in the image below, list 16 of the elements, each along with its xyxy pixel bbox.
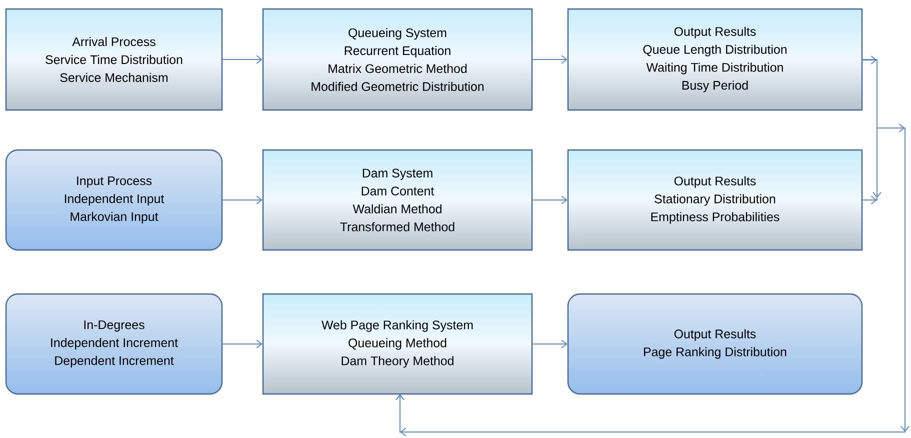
process-box: Queueing System Recurrent Equation Matrix Geometric Method Modified Geometric Distribution bbox=[262, 8, 533, 111]
arrow bbox=[396, 128, 906, 432]
process-box: Input Process Independent Input Markovian Input bbox=[5, 149, 223, 251]
process-box: Output Results Stationary Distribution Emptiness Probabilities bbox=[567, 149, 863, 251]
process-box: Web Page Ranking System Queueing Method Dam Theory Method bbox=[262, 293, 533, 395]
arrow bbox=[222, 196, 262, 204]
arrow bbox=[532, 55, 568, 64]
process-box: Output Results Page Ranking Distribution bbox=[567, 293, 863, 395]
process-box: Arrival Process Service Time Distribution Service Mechanism bbox=[5, 8, 223, 111]
arrow bbox=[532, 196, 568, 204]
arrow bbox=[532, 340, 568, 348]
arrow bbox=[222, 55, 262, 64]
process-box: In-Degrees Independent Increment Dependent Increment bbox=[5, 293, 223, 395]
process-box: Output Results Queue Length Distribution Waiting Time Distribution Busy Period bbox=[567, 8, 863, 111]
process-box: Dam System Dam Content Waldian Method Transformed Method bbox=[262, 149, 533, 251]
arrow bbox=[222, 340, 262, 348]
